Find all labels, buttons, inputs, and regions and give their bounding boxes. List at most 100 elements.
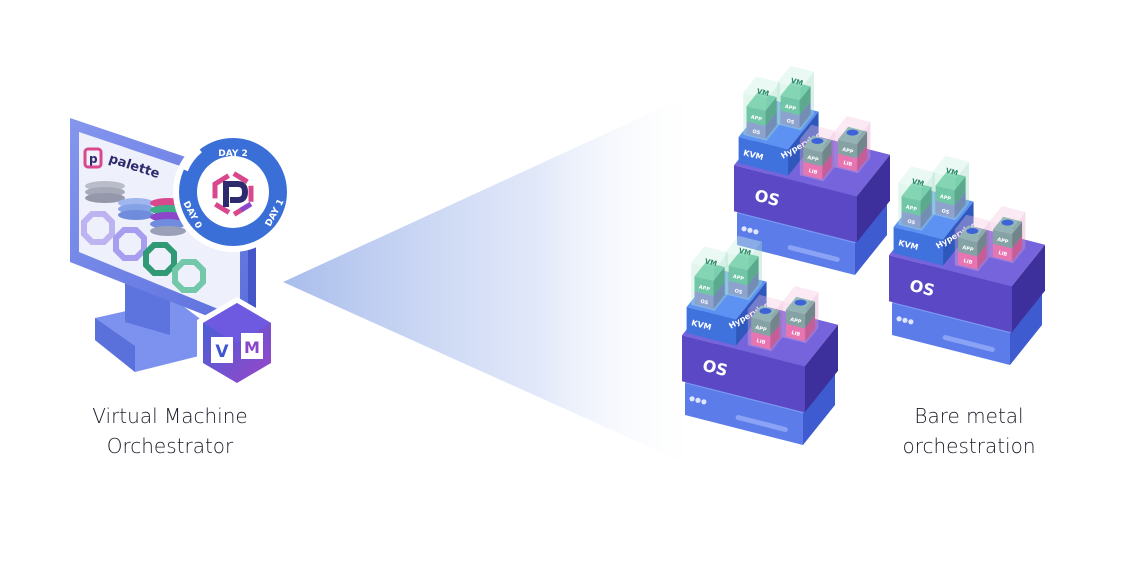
vm-app-top [694, 262, 725, 281]
container-app-side [1011, 221, 1023, 249]
vm-app-side [920, 187, 932, 216]
vm-app [746, 92, 777, 126]
os-layer-front [734, 165, 857, 243]
monitor-stand-base-side [95, 318, 135, 372]
container-shell-top [834, 116, 871, 138]
bare-metal-caption-line-2: orchestration [902, 434, 1036, 458]
lib-label: LIB [756, 338, 766, 346]
container-shell [834, 116, 871, 174]
day-2-label: DAY 2 [218, 149, 248, 159]
palette-screen-logo: p [83, 147, 103, 169]
vm-shell-front [898, 182, 922, 231]
docker-whale-icon [811, 138, 824, 144]
vm-app-label: APP [939, 194, 952, 203]
server-indicator-dot [695, 397, 701, 403]
server-indicator-dot [689, 396, 695, 402]
vm-badge-m: M [244, 338, 260, 357]
container-app-side [822, 140, 832, 167]
vm-orchestrator-caption-line-2: Orchestrator [106, 434, 234, 458]
svg-text:p: p [89, 152, 98, 166]
server-indicator-dot [896, 316, 902, 322]
hypervisor-layer-side [736, 281, 767, 346]
container-app-front [958, 237, 978, 257]
vm-app-front [694, 276, 714, 296]
vm-app-label: APP [698, 284, 711, 293]
container-app-side [770, 310, 780, 337]
server-stack: OSKVMHypervisorLIBAPPLIBAPPOSAPPVMOSAPPV… [734, 65, 890, 275]
vm-app-top [780, 81, 811, 101]
server-indicator-dot [908, 319, 914, 325]
server-drive-slot [787, 245, 840, 262]
os-layer-side [1011, 244, 1045, 333]
container-shell-side [823, 130, 835, 182]
container-lib-side [977, 244, 987, 270]
vm-app-label: APP [784, 104, 797, 113]
vm-os-side [713, 282, 725, 309]
vm-os-front [780, 110, 800, 129]
vm-app-top [901, 182, 932, 201]
container-lib-front [785, 323, 805, 342]
vm-shell-top [725, 235, 762, 259]
vm-shell-top [743, 76, 780, 99]
vm-os-side [799, 101, 811, 129]
vm-shell-side [748, 241, 762, 301]
container-lib-front [837, 153, 857, 172]
projection-beam [283, 88, 705, 472]
day-lifecycle-ring: DAY 2 DAY 1 DAY 0 [173, 132, 293, 252]
vm-label: VM [945, 167, 959, 178]
vm-app [728, 251, 759, 286]
vm-app-top [746, 92, 777, 111]
vm-app [694, 262, 725, 296]
vm-os-side [954, 191, 966, 219]
vm-app-front [935, 185, 955, 206]
docker-whale-icon [759, 308, 772, 314]
vm-shell [777, 65, 814, 131]
vm-os-label: OS [907, 219, 916, 227]
container-lib-front [751, 331, 771, 350]
vm-app-front [901, 196, 921, 216]
vm-app-top [935, 171, 966, 191]
vm-cube-badge: V M [197, 297, 277, 389]
vm-app-side [799, 86, 811, 116]
vm-shell-front [932, 172, 956, 221]
server-chassis-front [737, 213, 855, 275]
vm-shell-front [691, 262, 715, 311]
vm-shell [898, 166, 935, 231]
vm-orchestrator-caption-line-1: Virtual Machine [92, 404, 248, 428]
vm-badge-v: V [215, 342, 229, 362]
hypervisor-layer-side [788, 111, 819, 176]
screen-stack-gray [85, 181, 125, 203]
container-shell-top [782, 286, 819, 308]
vm-shell-side [955, 161, 969, 221]
lib-label: LIB [998, 250, 1008, 258]
container-lib-front [803, 161, 823, 180]
docker-whale-icon [846, 129, 859, 136]
container-lib-side [1011, 235, 1023, 262]
server-stack: OSKVMHypervisorLIBAPPLIBAPPOSAPPVMOSAPPV… [889, 155, 1045, 365]
vm-os-label: OS [734, 288, 743, 296]
container-shell-top [799, 124, 835, 146]
vm-app-side [747, 256, 759, 286]
container-app-label: APP [789, 317, 802, 326]
container-lib-front [958, 251, 978, 270]
vm-os-side [765, 112, 777, 139]
vm-app-label: APP [750, 114, 763, 123]
container-shell-top [747, 294, 783, 316]
vm-app-front [780, 95, 800, 116]
server-chassis-front [685, 383, 803, 445]
container-shell-top [989, 206, 1026, 228]
vm-shell-side [714, 252, 728, 311]
vm-app [780, 81, 811, 116]
vm-label: VM [911, 177, 925, 188]
vm-label: VM [790, 77, 804, 88]
container-shell-side [806, 292, 819, 344]
container-app-label: APP [807, 155, 820, 164]
vm-app-top [728, 251, 759, 271]
vm-os-side [920, 202, 932, 229]
container-shell [989, 206, 1026, 264]
os-layer-side [856, 154, 890, 243]
vm-shell-front [725, 252, 749, 301]
bare-metal-servers: OSKVMHypervisorLIBAPPLIBAPPOSAPPVMOSAPPV… [682, 65, 1045, 445]
vm-app-label: APP [905, 204, 918, 213]
